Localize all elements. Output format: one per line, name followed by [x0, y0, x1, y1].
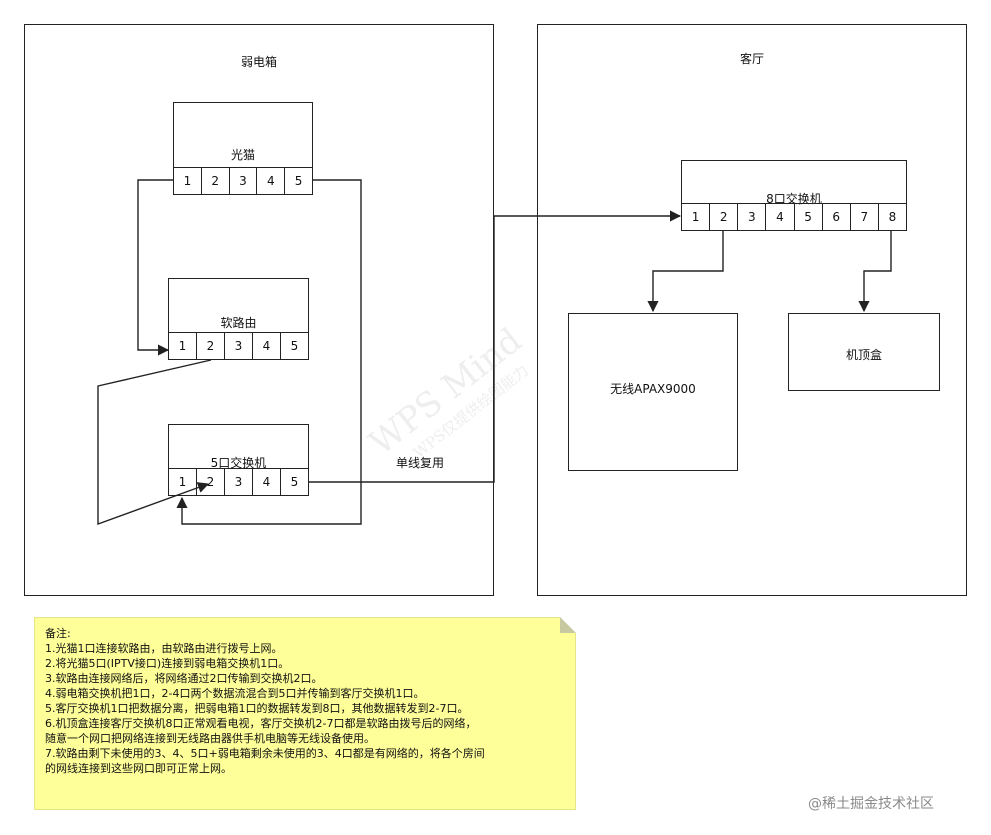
weak-current-box-title: 弱电箱	[240, 55, 277, 69]
eight-port-switch-port-8: 8	[888, 210, 897, 224]
living-room-title: 客厅	[739, 52, 764, 66]
notes-line-7: 随意一个网口把网络连接到无线路由器供手机电脑等无线设备使用。	[45, 732, 375, 745]
optical-modem-port-5: 5	[294, 174, 303, 188]
eight-port-switch-port-6: 6	[823, 204, 851, 230]
line-router-to-switch	[97, 359, 212, 525]
soft-router-port-5: 5	[290, 339, 299, 353]
set-top-box-device: 机顶盒	[788, 313, 940, 391]
notes-line-8: 7.软路由剩下未使用的3、4、5口+弱电箱剩余未使用的3、4口都是有网络的，将各…	[45, 747, 485, 760]
single-line-multiplex-label: 单线复用	[396, 456, 445, 470]
five-port-switch-port-1: 1	[169, 469, 197, 495]
line-modem-iptv-to-switch	[176, 179, 362, 525]
line-switch8-to-wireless	[647, 231, 724, 313]
wireless-router-label: 无线APAX9000	[610, 382, 696, 396]
optical-modem-port-2: 2	[202, 168, 230, 194]
five-port-switch-port-2: 2	[197, 469, 225, 495]
five-port-switch-port-4: 4	[253, 469, 281, 495]
source-credit: @稀土掘金技术社区	[808, 796, 934, 812]
soft-router-port-1: 1	[169, 333, 197, 359]
eight-port-switch-port-7: 7	[851, 204, 879, 230]
optical-modem-port-4: 4	[257, 168, 286, 194]
eight-port-switch-port-5: 5	[795, 204, 823, 230]
soft-router-port-3: 3	[225, 333, 253, 359]
eight-port-switch-device: 8口交换机 1 2 3 4 5 6 7 8	[681, 160, 907, 231]
soft-router-port-4: 4	[253, 333, 281, 359]
five-port-switch-label: 5口交换机	[210, 456, 267, 470]
notes-line-4: 4.弱电箱交换机把1口，2-4口两个数据流混合到5口并传输到客厅交换机1口。	[45, 687, 425, 700]
notes-box: 备注: 1.光猫1口连接软路由，由软路由进行拨号上网。 2.将光猫5口(IPTV…	[34, 617, 576, 810]
five-port-switch-device: 5口交换机 1 2 3 4 5	[168, 424, 309, 496]
notes-heading: 备注:	[45, 627, 71, 640]
five-port-switch-port-5: 5	[290, 475, 299, 489]
eight-port-switch-port-2: 2	[710, 204, 739, 230]
soft-router-device: 软路由 1 2 3 4 5	[168, 278, 309, 360]
notes-line-3: 3.软路由连接网络后，将网络通过2口传输到交换机2口。	[45, 672, 323, 685]
eight-port-switch-port-3: 3	[738, 204, 767, 230]
eight-port-switch-port-4: 4	[766, 204, 795, 230]
soft-router-label: 软路由	[220, 316, 257, 330]
notes-line-2: 2.将光猫5口(IPTV接口)连接到弱电箱交换机1口。	[45, 657, 290, 670]
line-modem-to-router	[137, 179, 173, 356]
optical-modem-port-1: 1	[174, 168, 202, 194]
optical-modem-port-3: 3	[230, 168, 258, 194]
line-trunk-to-living-room	[309, 210, 682, 483]
living-room-panel	[537, 24, 967, 596]
note-fold-corner	[560, 617, 576, 633]
notes-line-9: 的网线连接到这些网口即可正常上网。	[45, 762, 232, 775]
notes-line-1: 1.光猫1口连接软路由，由软路由进行拨号上网。	[45, 642, 283, 655]
notes-line-5: 5.客厅交换机1口把数据分离，把弱电箱1口的数据转发到8口，其他数据转发到2-7…	[45, 702, 469, 715]
set-top-box-label: 机顶盒	[845, 348, 882, 362]
optical-modem-label: 光猫	[230, 148, 255, 162]
eight-port-switch-port-1: 1	[682, 204, 711, 230]
wireless-router-device: 无线APAX9000	[568, 313, 738, 471]
eight-port-switch-label: 8口交换机	[766, 192, 822, 206]
five-port-switch-port-3: 3	[225, 469, 253, 495]
soft-router-port-2: 2	[197, 333, 225, 359]
optical-modem-device: 光猫 1 2 3 4 5	[173, 102, 313, 195]
line-switch8-to-settop	[858, 231, 892, 313]
notes-line-6: 6.机顶盒连接客厅交换机8口正常观看电视，客厅交换机2-7口都是软路由拨号后的网…	[45, 717, 477, 730]
